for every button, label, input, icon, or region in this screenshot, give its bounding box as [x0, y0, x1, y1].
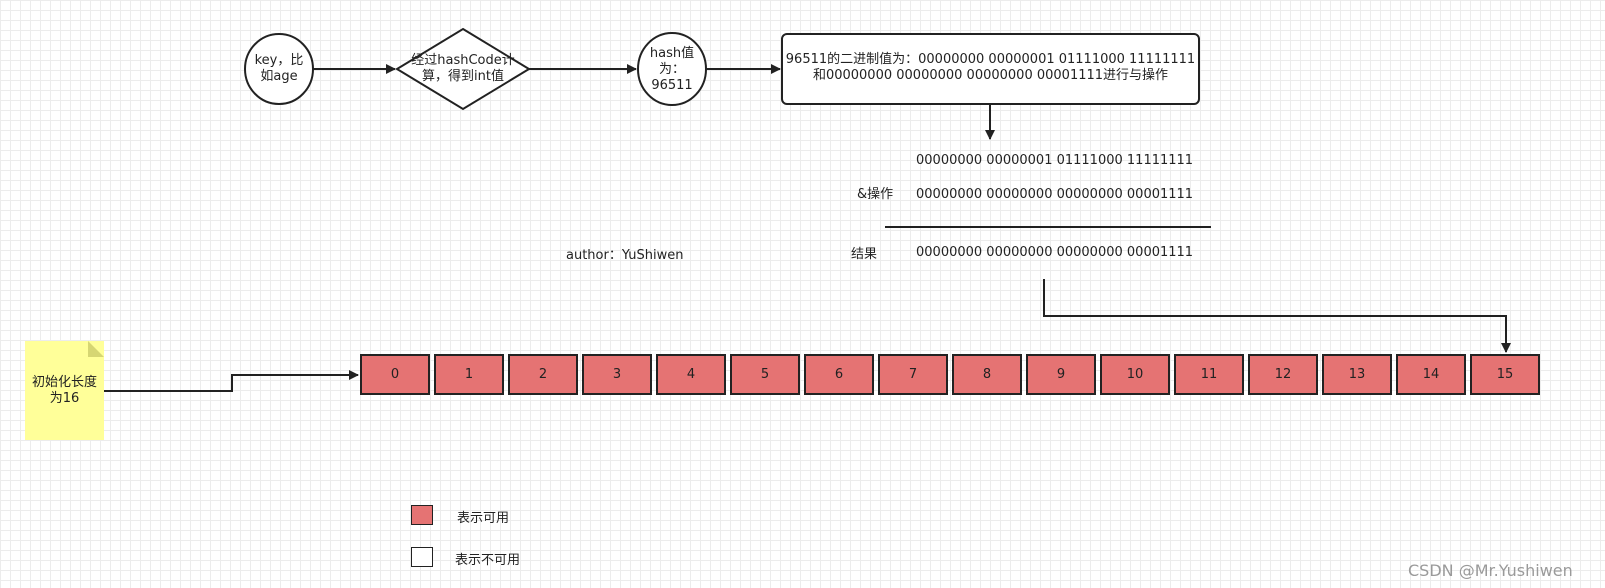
- legend-available-label: 表示可用: [457, 511, 510, 526]
- array-cell-7: 7: [878, 354, 948, 395]
- hash-calc-diamond: [395, 27, 531, 111]
- binary-box-line-2: 和00000000 00000000 00000000 00001111进行与操…: [812, 68, 1169, 83]
- array-cell-11: 11: [1174, 354, 1244, 395]
- binary-box-text: 96511的二进制值为：00000000 00000001 01111000 1…: [784, 52, 1197, 84]
- and-operand-1: 00000000 00000001 01111000 11111111: [916, 153, 1194, 168]
- array-cell-10: 10: [1100, 354, 1170, 395]
- array-cell-1: 1: [434, 354, 504, 395]
- and-operator-label: &操作: [857, 187, 894, 202]
- hash-calc-label: 经过hashCode计算，得到int值: [411, 53, 515, 84]
- and-result-value: 00000000 00000000 00000000 00001111: [916, 245, 1194, 260]
- array-cell-6: 6: [804, 354, 874, 395]
- arrow-result-to-cell-15: [1043, 279, 1511, 353]
- legend-unavailable-swatch: [411, 547, 433, 567]
- hash-value-label: hash值为：96511: [649, 46, 695, 93]
- array-cell-3: 3: [582, 354, 652, 395]
- array-cell-4: 4: [656, 354, 726, 395]
- legend-available-swatch: [411, 505, 433, 525]
- array-cell-13: 13: [1322, 354, 1392, 395]
- sticky-note-text: 初始化长度为16: [31, 375, 97, 406]
- and-result-label: 结果: [851, 247, 878, 262]
- array-cell-14: 14: [1396, 354, 1466, 395]
- binary-box-line-1: 96511的二进制值为：00000000 00000001 01111000 1…: [785, 52, 1196, 67]
- csdn-watermark: CSDN @Mr.Yushiwen: [1408, 561, 1573, 580]
- key-node-label: key，比如age: [254, 53, 304, 84]
- and-operand-2: 00000000 00000000 00000000 00001111: [916, 187, 1194, 202]
- array-cell-9: 9: [1026, 354, 1096, 395]
- array-cell-0: 0: [360, 354, 430, 395]
- legend-unavailable-label: 表示不可用: [455, 553, 521, 568]
- array-cell-12: 12: [1248, 354, 1318, 395]
- arrow-note-to-array: [104, 370, 359, 392]
- array-cell-5: 5: [730, 354, 800, 395]
- sticky-note: [25, 341, 104, 440]
- author-label: author：YuShiwen: [566, 248, 684, 263]
- array-cell-2: 2: [508, 354, 578, 395]
- array-cell-8: 8: [952, 354, 1022, 395]
- array-cell-15: 15: [1470, 354, 1540, 395]
